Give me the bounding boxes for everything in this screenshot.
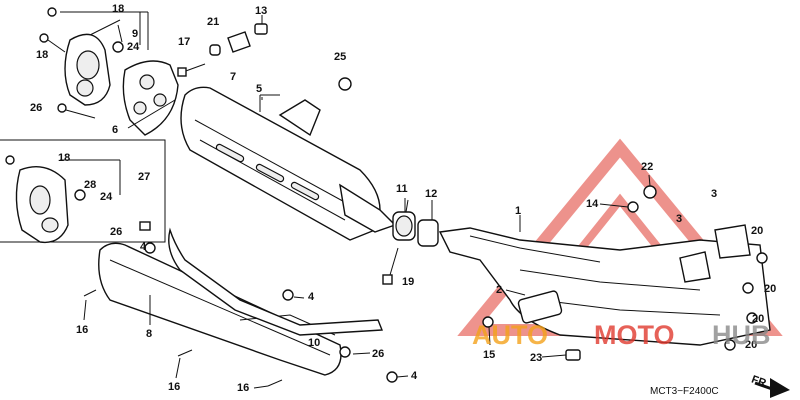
label-1: 1 [515,205,521,217]
label-20a: 20 [751,225,763,237]
label-6: 6 [112,124,118,136]
heat-shield-and-bracket [83,221,398,387]
label-25: 25 [334,51,346,63]
watermark-word-moto: MOTO [594,320,675,350]
label-20c: 20 [752,313,764,325]
label-20d: 20 [745,339,757,351]
label-3a: 3 [711,188,717,200]
label-28: 28 [84,179,96,191]
label-26b: 26 [110,226,122,238]
label-13: 13 [255,5,267,17]
label-2: 2 [496,284,502,296]
label-21: 21 [207,16,219,28]
label-9: 9 [132,28,138,40]
label-10: 10 [308,337,320,349]
watermark-text: AUTO MOTO HUB [472,320,771,350]
label-24a: 24 [127,41,140,53]
label-23: 23 [530,352,542,364]
label-14: 14 [586,198,599,210]
label-4c: 4 [411,370,418,382]
part-labels: 18 9 24 18 21 13 17 7 25 26 6 5 18 27 28… [30,3,776,394]
label-18c: 18 [58,152,70,164]
label-3b: 3 [676,213,682,225]
clamp-group [382,198,439,285]
muffler-body [180,77,397,241]
label-11: 11 [396,183,408,195]
label-7: 7 [230,71,236,83]
label-24b: 24 [100,191,113,203]
label-27: 27 [138,171,150,183]
watermark-word-auto: AUTO [472,320,548,350]
exhaust-pipe [438,185,771,361]
label-16c: 16 [237,382,249,394]
label-15: 15 [483,349,495,361]
label-18a: 18 [112,3,124,15]
label-20b: 20 [764,283,776,295]
label-26c: 26 [372,348,384,360]
label-26a: 26 [30,102,42,114]
label-16a: 16 [76,324,88,336]
front-direction-arrow [754,378,790,398]
label-8: 8 [146,328,152,340]
label-5: 5 [256,83,262,95]
direction-label: FR. [750,374,771,391]
end-cap-detail-group [39,7,179,136]
label-4a: 4 [140,241,147,253]
mount-hardware-group [177,15,268,77]
label-16b: 16 [168,381,180,393]
label-18b: 18 [36,49,48,61]
watermark-word-hub: HUB [712,320,771,350]
label-4b: 4 [308,291,315,303]
end-cap-detail-group-2 [0,139,166,244]
label-19: 19 [402,276,414,288]
label-12: 12 [425,188,437,200]
leader-lines [83,24,651,389]
label-22: 22 [641,161,653,173]
diagram-code: MCT3−F2400C [650,386,719,397]
label-17: 17 [178,36,190,48]
